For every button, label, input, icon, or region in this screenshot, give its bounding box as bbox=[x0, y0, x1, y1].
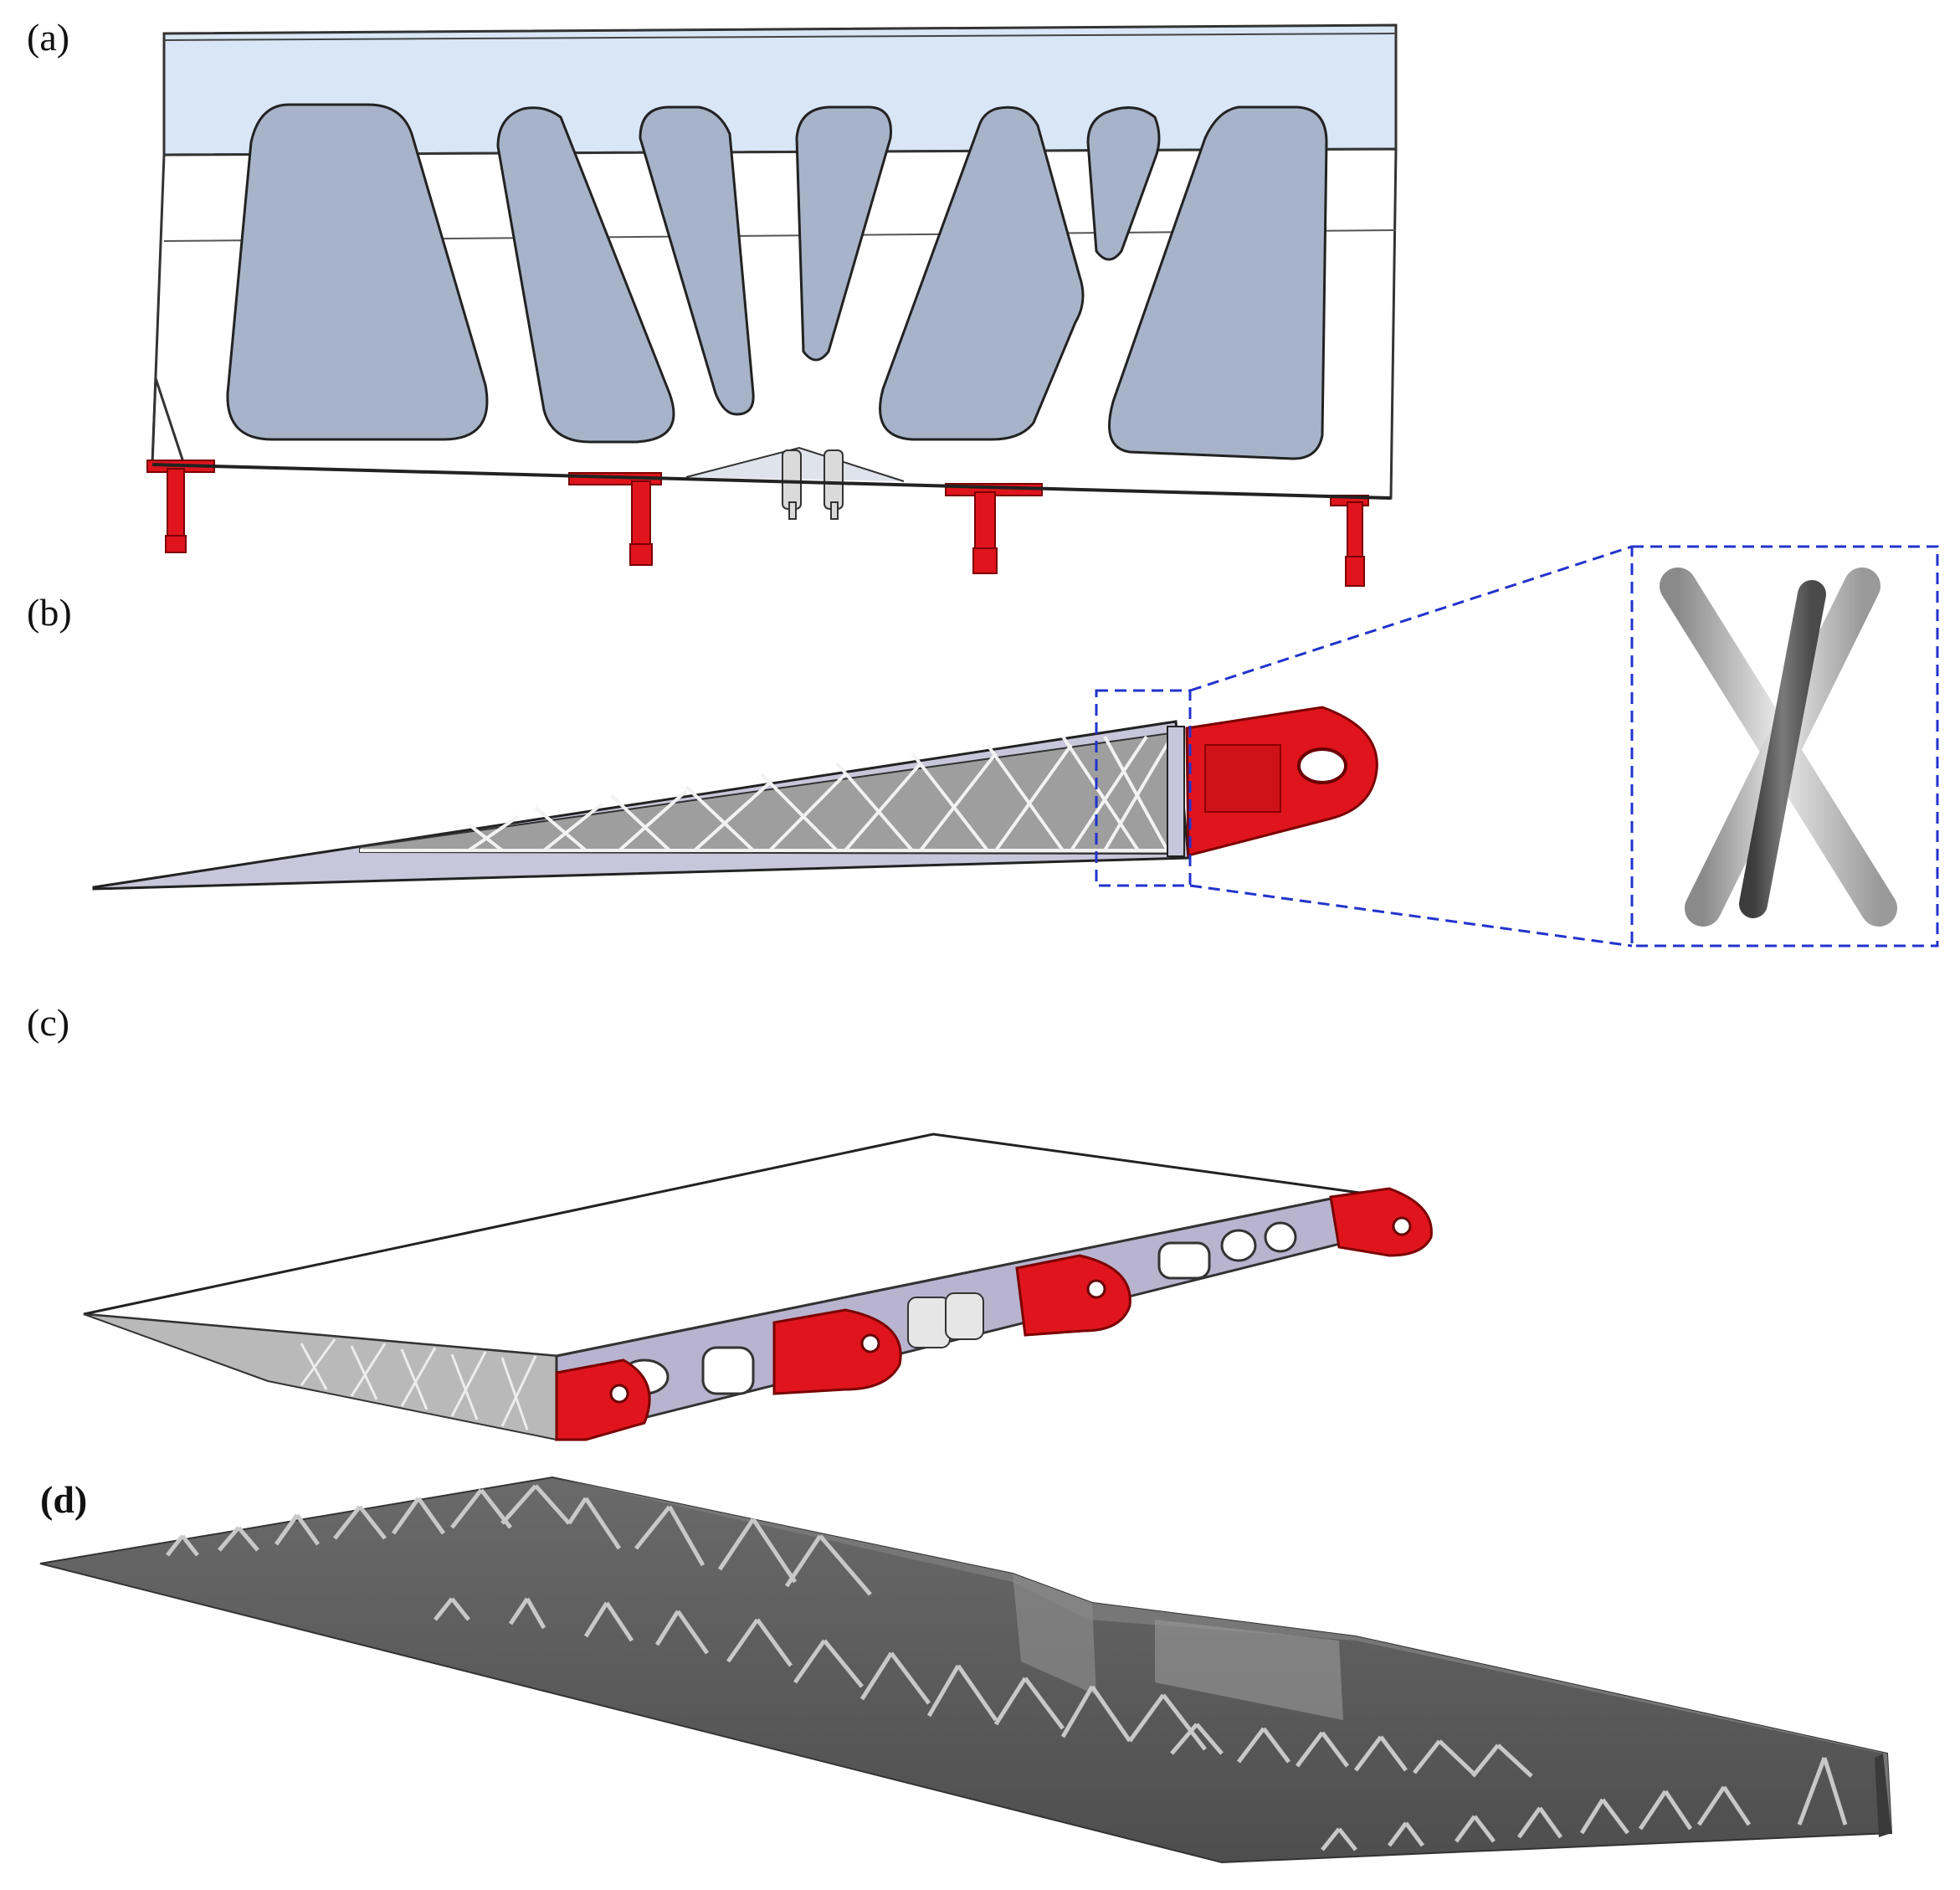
assembly-fitting-3 bbox=[1015, 1254, 1131, 1337]
cutout-3 bbox=[639, 105, 755, 416]
cutout-6 bbox=[1086, 106, 1161, 261]
assembly-hinge bbox=[907, 1292, 984, 1348]
assembly-fitting-1 bbox=[555, 1358, 651, 1441]
panel-b-section-drawing bbox=[92, 545, 1939, 948]
plate-strut-row-1 bbox=[166, 1484, 872, 1596]
panel-a-rib-drawing bbox=[146, 23, 1398, 587]
cutout-7 bbox=[1108, 105, 1328, 460]
lug-hole bbox=[1297, 747, 1347, 784]
zoom-x-strut bbox=[1660, 568, 1897, 927]
panel-d-support-drawing bbox=[39, 1476, 1893, 1864]
cutout-2 bbox=[496, 106, 675, 444]
panel-c-assembly-drawing bbox=[83, 1132, 1433, 1441]
rib-cutouts bbox=[226, 103, 1328, 460]
assembly-lattice-struts bbox=[300, 1338, 537, 1430]
assembly-red-fittings bbox=[555, 1187, 1433, 1441]
plate-strut-row-4 bbox=[1321, 1757, 1848, 1851]
panel-label-a: (a) bbox=[27, 16, 70, 59]
plate-dark-surface bbox=[39, 1476, 1893, 1864]
panel-label-b: (b) bbox=[27, 591, 72, 634]
wedge-lattice-struts bbox=[360, 735, 1176, 852]
panel-label-c: (c) bbox=[27, 1001, 70, 1044]
plate-strut-row-3 bbox=[1170, 1723, 1533, 1778]
assembly-fitting-2 bbox=[772, 1308, 902, 1395]
cutout-4 bbox=[795, 105, 892, 362]
plate-strut-row-2 bbox=[434, 1597, 1207, 1751]
panel-label-d: (d) bbox=[40, 1478, 88, 1521]
cutout-1 bbox=[226, 103, 489, 441]
cutout-5 bbox=[879, 105, 1085, 441]
center-hinge bbox=[782, 449, 844, 520]
zoom-source-box bbox=[1095, 689, 1192, 887]
assembly-fitting-4 bbox=[1329, 1187, 1433, 1257]
